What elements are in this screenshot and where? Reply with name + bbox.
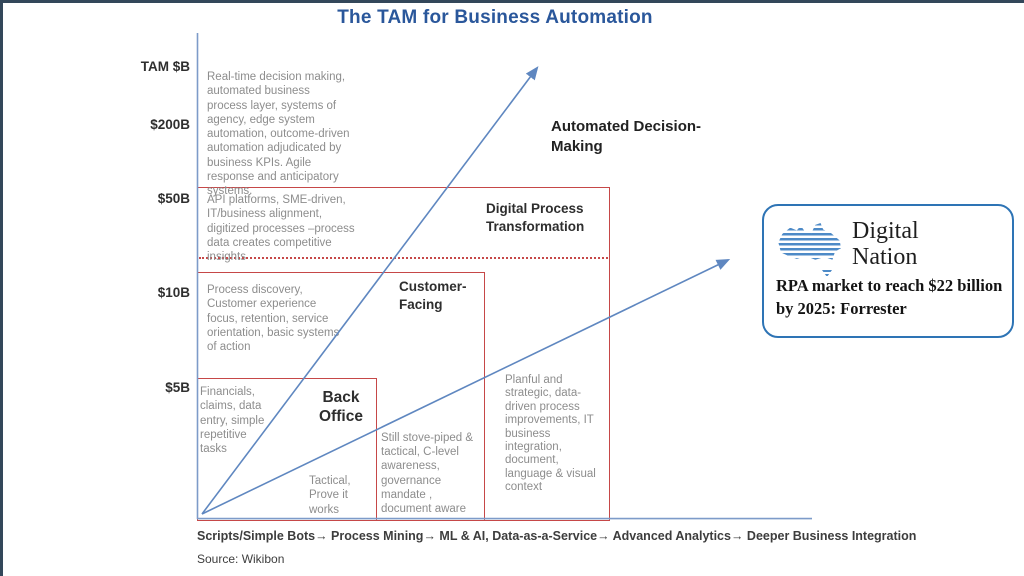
digital-nation-brand: Digital Nation xyxy=(852,218,919,270)
customer-facing-description: Process discovery, Customer experience f… xyxy=(207,284,340,354)
slide-border-top xyxy=(0,0,1024,3)
y-tick-200b: $200B xyxy=(150,117,190,132)
slide-border-left xyxy=(0,0,3,576)
source-note: Source: Wikibon xyxy=(197,552,285,566)
adm-label: Automated Decision-Making xyxy=(551,118,702,155)
y-axis-title: TAM $B xyxy=(140,59,190,74)
x-axis-progression: Scripts/Simple Bots→ Process Mining→ ML … xyxy=(197,529,917,543)
chart-title: The TAM for Business Automation xyxy=(337,7,653,28)
customer-facing-label: Customer-Facing xyxy=(399,279,467,312)
tasmania-logo-icon xyxy=(822,270,832,277)
digital-nation-callout: Digital Nation RPA market to reach $22 b… xyxy=(762,204,1014,338)
planful-note: Planful and strategic, data-driven proce… xyxy=(505,374,596,494)
callout-headline: RPA market to reach $22 billion by 2025:… xyxy=(776,276,1003,318)
brand-line-2: Nation xyxy=(852,244,918,270)
back-office-description: Financials, claims, data entry, simple r… xyxy=(200,386,265,456)
y-tick-10b: $10B xyxy=(157,285,190,300)
back-office-label: Back Office xyxy=(319,389,363,425)
dpt-label: Digital Process Transformation xyxy=(486,201,585,234)
dpt-description: API platforms, SME-driven, IT/business a… xyxy=(207,194,355,264)
australia-logo-icon xyxy=(778,223,842,260)
adm-description: Real-time decision making, automated bus… xyxy=(207,71,350,198)
y-tick-5b: $5B xyxy=(165,380,190,395)
stove-piped-note: Still stove-piped & tactical, C-level aw… xyxy=(381,432,474,516)
y-tick-50b: $50B xyxy=(157,191,190,206)
back-office-note: Tactical, Prove it works xyxy=(309,475,351,516)
brand-line-1: Digital xyxy=(852,218,919,244)
